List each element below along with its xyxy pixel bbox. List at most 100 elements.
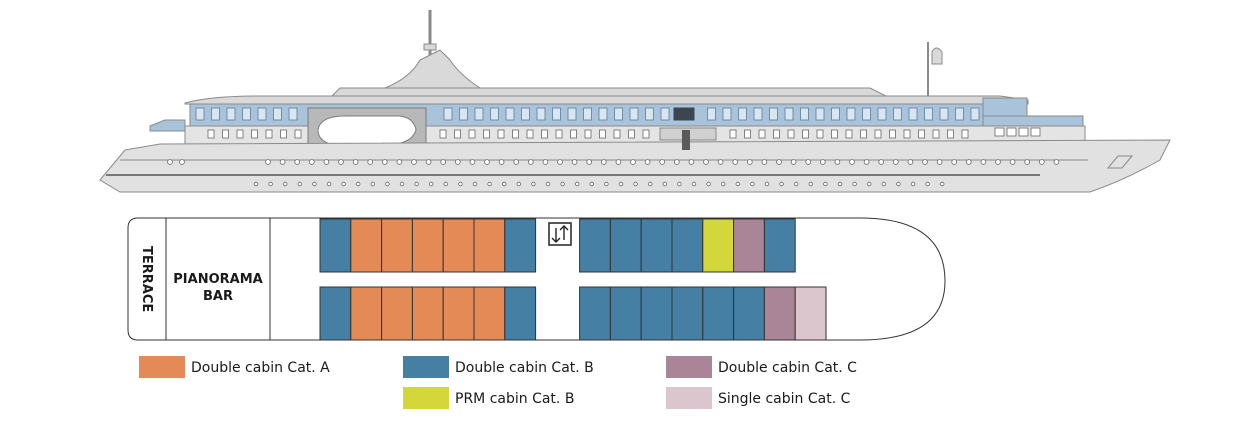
porthole (936, 159, 943, 165)
upper-window (288, 107, 298, 121)
porthole (677, 181, 682, 187)
porthole (951, 159, 957, 165)
porthole (776, 159, 782, 165)
legend-label-single-c: Single cabin Cat. C (718, 391, 851, 407)
middle-window (831, 129, 838, 139)
middle-window (642, 129, 650, 139)
porthole (648, 181, 653, 187)
porthole (167, 159, 173, 165)
ship-funnel (384, 49, 482, 89)
upper-window (645, 107, 654, 121)
legend-swatch-prm-b (403, 387, 449, 409)
porthole (498, 159, 505, 165)
elevator-icon (548, 222, 572, 246)
cabin-double-c (733, 218, 765, 273)
cabin-double-b (504, 286, 537, 341)
middle-window (744, 129, 751, 139)
middle-window (860, 129, 867, 139)
porthole (589, 181, 594, 187)
cabin-double-b (640, 286, 673, 341)
aft-window (1018, 127, 1029, 137)
porthole (834, 159, 841, 165)
porthole (571, 159, 578, 165)
middle-window (758, 129, 766, 139)
porthole (487, 181, 492, 187)
upper-window (552, 107, 561, 121)
porthole (367, 159, 374, 165)
upper-window (955, 107, 964, 121)
porthole (764, 181, 770, 187)
upper-window (257, 107, 267, 121)
cabin-double-a (350, 218, 383, 273)
cabin-double-b (504, 218, 537, 273)
bar-label-line2: BAR (203, 289, 233, 304)
porthole (673, 159, 680, 165)
cabin-double-b (702, 286, 735, 341)
porthole (867, 181, 872, 187)
upper-window (598, 107, 608, 121)
aft-window (1006, 127, 1017, 137)
middle-window (526, 129, 534, 139)
porthole (633, 181, 638, 187)
upper-window (273, 107, 282, 121)
porthole (469, 159, 476, 165)
upper-window (490, 107, 499, 121)
porthole (297, 181, 302, 187)
middle-window (555, 129, 563, 139)
porthole (615, 159, 622, 165)
porthole (338, 159, 344, 165)
porthole (805, 159, 811, 165)
cabin-double-b (609, 286, 642, 341)
porthole (527, 159, 534, 165)
ship-profile (99, 10, 1171, 193)
porthole (746, 159, 753, 165)
upper-window (660, 107, 670, 121)
upper-window (924, 107, 933, 121)
upper-window (567, 107, 577, 121)
upper-window (831, 107, 840, 121)
cabin-double-a (473, 218, 506, 273)
porthole (341, 181, 346, 187)
lifeboat (317, 115, 417, 145)
cabin-double-b (733, 286, 765, 341)
porthole (1024, 159, 1030, 165)
legend-swatch-double-c (666, 356, 712, 378)
porthole (484, 159, 490, 165)
upper-window (226, 107, 236, 121)
cabin-double-b (640, 218, 673, 273)
porthole (995, 159, 1001, 165)
porthole (513, 159, 519, 165)
middle-window (222, 129, 229, 139)
porthole (268, 181, 273, 187)
porthole (721, 181, 726, 187)
porthole (265, 159, 271, 165)
porthole (659, 159, 665, 165)
porthole (542, 159, 549, 165)
legend-label-prm-b: PRM cabin Cat. B (455, 391, 574, 407)
upper-window (583, 107, 592, 121)
legend-label-double-b: Double cabin Cat. B (455, 360, 594, 376)
legend: Double cabin Cat. A Double cabin Cat. B … (139, 356, 857, 409)
middle-window (889, 129, 896, 139)
upper-window (862, 107, 871, 121)
middle-window (947, 129, 954, 139)
upper-window (800, 107, 809, 121)
upper-window (769, 107, 778, 121)
porthole (323, 159, 330, 165)
middle-window (570, 129, 577, 139)
porthole (980, 159, 987, 165)
porthole (925, 181, 930, 187)
porthole (735, 181, 740, 187)
porthole (819, 159, 826, 165)
porthole (586, 159, 592, 165)
cabin-double-a (411, 286, 444, 341)
porthole (560, 181, 565, 187)
porthole (779, 181, 784, 187)
porthole (443, 181, 448, 187)
middle-window (787, 129, 795, 139)
porthole (370, 181, 375, 187)
upper-window (459, 107, 468, 121)
middle-window (483, 129, 490, 139)
upper-window (536, 107, 546, 121)
upper-window (474, 107, 484, 121)
